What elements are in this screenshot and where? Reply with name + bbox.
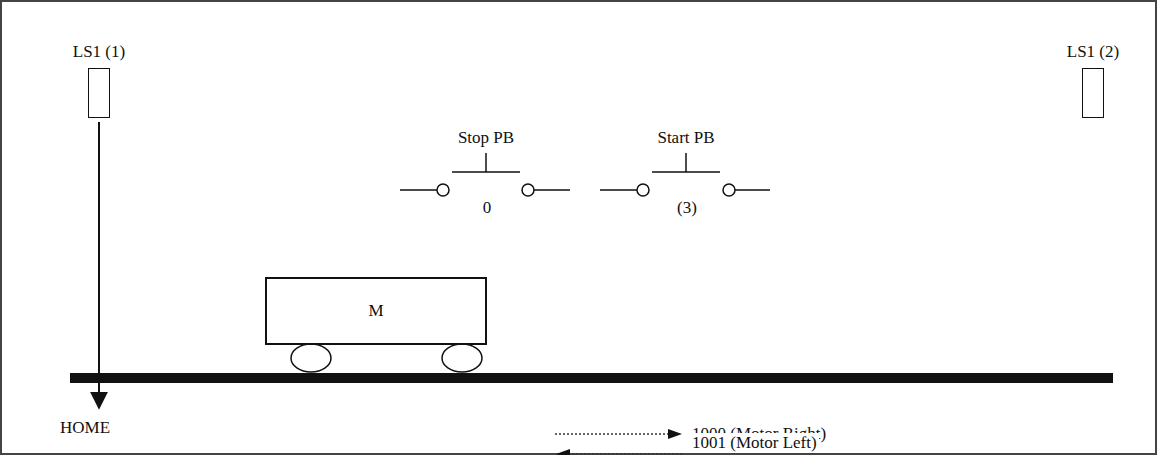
cart-wheel xyxy=(291,344,331,372)
stop-pushbutton-symbol xyxy=(400,153,570,196)
limit-switch: LS1 (1) xyxy=(69,42,129,118)
limit-switch-body xyxy=(88,68,110,118)
motor-right-arrowhead xyxy=(668,429,682,439)
button-label: Stop PB xyxy=(456,128,516,148)
motor-right-arrow xyxy=(555,433,670,435)
cart-wheel xyxy=(442,344,482,372)
motor-left-arrow xyxy=(568,453,682,455)
start-pushbutton-symbol xyxy=(600,153,770,196)
track-rail xyxy=(70,373,1113,383)
input-number: 0 xyxy=(481,198,494,218)
limit-switch: LS1 (2) xyxy=(1063,42,1123,118)
home-arrow xyxy=(98,122,100,408)
motor-cart: M xyxy=(265,277,487,345)
button-label: Start PB xyxy=(655,128,716,148)
motor-left-arrowhead xyxy=(556,449,570,455)
home-label: HOME xyxy=(58,418,112,438)
limit-switch-body xyxy=(1082,68,1104,118)
switch-label: LS1 (1) xyxy=(73,42,125,62)
motor-label: M xyxy=(368,301,383,321)
output-label: 1001 (Motor Left) xyxy=(690,433,819,453)
input-number: (3) xyxy=(675,198,699,218)
switch-label: LS1 (2) xyxy=(1067,42,1119,62)
